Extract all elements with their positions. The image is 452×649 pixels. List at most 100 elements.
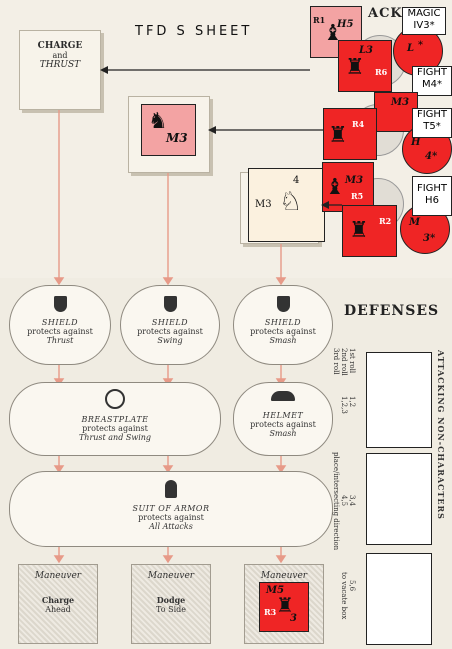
r3-label: M5 bbox=[266, 585, 285, 596]
warrior-figure-icon: ♜ bbox=[349, 218, 369, 243]
fight-note-1-l1: FIGHT bbox=[416, 67, 448, 78]
r5-id: R5 bbox=[351, 191, 364, 201]
roll-3-label: 3rd roll bbox=[332, 348, 340, 375]
shield-icon bbox=[163, 296, 177, 312]
shield-smash-attack: Smash bbox=[269, 336, 297, 345]
fight-note-3-l1: FIGHT bbox=[416, 183, 448, 194]
maneuver-duck-title: Maneuver bbox=[260, 571, 308, 581]
l-disc-label: L bbox=[407, 43, 415, 54]
mage-figure-icon: ♝ bbox=[325, 175, 345, 200]
maneuver-dodge-title: Maneuver bbox=[147, 571, 195, 581]
maneuver-dodge[interactable]: Maneuver Dodge To Side bbox=[131, 564, 211, 644]
shield-smash-title: SHIELD bbox=[264, 318, 302, 327]
attacks-heading: ACKS bbox=[368, 6, 414, 21]
helmet-icon bbox=[271, 391, 295, 401]
fight-note-2-l2: T5* bbox=[423, 121, 441, 132]
maneuver-charge-sub: Ahead bbox=[45, 605, 71, 614]
non-character-box-2[interactable] bbox=[366, 453, 432, 545]
archer-figure-icon: ♜ bbox=[328, 123, 348, 148]
breastplate-oval[interactable]: BREASTPLATE protects against Thrust and … bbox=[9, 382, 221, 456]
fight-note-2-l1: FIGHT bbox=[416, 109, 448, 120]
shield-smash-protects: protects against bbox=[250, 327, 316, 336]
maneuver-dodge-name: Dodge bbox=[156, 595, 186, 605]
maneuver-charge[interactable]: Maneuver Charge Ahead bbox=[18, 564, 98, 644]
l-disc-star: * bbox=[418, 40, 423, 51]
r1-label: H5 bbox=[337, 19, 354, 30]
r1-id: R1 bbox=[313, 15, 326, 25]
fighter-figure-icon: ♜ bbox=[345, 55, 365, 80]
suit-of-armor-oval[interactable]: SUIT OF ARMOR protects against All Attac… bbox=[9, 471, 333, 547]
suit-attack: All Attacks bbox=[149, 522, 193, 531]
attack-arrows bbox=[100, 66, 342, 209]
helmet-oval[interactable]: HELMET protects against Smash bbox=[233, 382, 333, 456]
shield-icon bbox=[53, 296, 67, 312]
roll-values-1: 1,2 bbox=[348, 396, 356, 408]
helmet-protects: protects against bbox=[250, 420, 316, 429]
side-label-e: to vacate box bbox=[340, 572, 348, 620]
r3-counter[interactable]: M5 R3 3 ♜ bbox=[259, 582, 309, 632]
maneuver-charge-name: Charge bbox=[41, 595, 75, 605]
magic-note-l1: MAGIC bbox=[407, 8, 441, 19]
fight-note-1-l2: M4* bbox=[422, 79, 442, 90]
suit-title: SUIT OF ARMOR bbox=[132, 504, 210, 513]
roll-1-label: 1st roll bbox=[348, 348, 356, 374]
breastplate-title: BREASTPLATE bbox=[81, 415, 149, 424]
helmet-title: HELMET bbox=[262, 411, 304, 420]
knight-figure-icon: ♞ bbox=[148, 109, 168, 134]
shield-icon bbox=[276, 296, 290, 312]
r2-id: R2 bbox=[379, 216, 392, 226]
r3-number: 3 bbox=[290, 613, 297, 624]
shield-thrust-oval[interactable]: SHIELD protects against Thrust bbox=[9, 285, 111, 365]
shield-swing-protects: protects against bbox=[137, 327, 203, 336]
fight-note-3: FIGHT H6 bbox=[412, 176, 452, 216]
r6-id: R6 bbox=[375, 67, 388, 77]
m3-red-label: M3 bbox=[391, 97, 410, 108]
maneuver-dodge-sub: To Side bbox=[156, 605, 186, 614]
shield-swing-oval[interactable]: SHIELD protects against Swing bbox=[120, 285, 220, 365]
r5-counter[interactable]: M3 R5 ♝ bbox=[322, 162, 374, 212]
non-character-box-3[interactable] bbox=[366, 553, 432, 645]
r6-counter[interactable]: L3 R6 ♜ bbox=[338, 40, 392, 92]
m3-cream-label: M3 bbox=[255, 199, 272, 210]
m-disc-value: 3* bbox=[423, 233, 436, 244]
magic-note: MAGIC IV3* bbox=[402, 7, 446, 35]
m3-counter[interactable]: M3 ♞ bbox=[141, 104, 196, 156]
swordsman-figure-icon: ♜ bbox=[276, 593, 294, 617]
r5-label: M3 bbox=[345, 175, 364, 186]
fight-note-3-l2: H6 bbox=[425, 195, 439, 206]
fight-note-2: FIGHT T5* bbox=[412, 108, 452, 138]
magic-note-l2: IV3* bbox=[413, 20, 435, 31]
r6-label: L3 bbox=[359, 45, 373, 56]
beast-figure-icon: ♘ bbox=[279, 187, 303, 217]
m3-cream-number: 4 bbox=[293, 175, 300, 186]
sheet-title: TFD S SHEET bbox=[135, 24, 253, 39]
shield-thrust-attack: Thrust bbox=[46, 336, 74, 345]
breastplate-protects: protects against bbox=[82, 424, 148, 433]
non-character-box-1[interactable] bbox=[366, 352, 432, 448]
maneuver-charge-title: Maneuver bbox=[34, 571, 82, 581]
shield-swing-title: SHIELD bbox=[151, 318, 189, 327]
side-label-b: 4,5 bbox=[340, 495, 348, 507]
helmet-attack: Smash bbox=[269, 429, 297, 438]
side-label-c: place/intersecting direction bbox=[332, 452, 340, 551]
m3-red-counter[interactable]: M3 bbox=[374, 92, 418, 132]
charge-label: CHARGE bbox=[37, 41, 83, 51]
defenses-heading: DEFENSES bbox=[344, 303, 440, 319]
and-label: and bbox=[52, 51, 68, 60]
r4-id: R4 bbox=[352, 119, 365, 129]
breastplate-attack: Thrust and Swing bbox=[78, 433, 152, 442]
shield-swing-attack: Swing bbox=[157, 336, 183, 345]
r2-counter[interactable]: R2 ♜ bbox=[342, 205, 397, 257]
suit-protects: protects against bbox=[138, 513, 204, 522]
h-disc-value: 4* bbox=[425, 151, 438, 162]
m3-counter-label: M3 bbox=[166, 131, 188, 145]
side-label-a: 3,4 bbox=[348, 495, 356, 507]
m3-cream-counter[interactable]: M3 4 ♘ bbox=[248, 168, 325, 242]
shield-thrust-protects: protects against bbox=[27, 327, 93, 336]
m-disc-label: M bbox=[409, 217, 421, 228]
armor-icon bbox=[165, 480, 177, 498]
h-disc-label: H bbox=[411, 137, 421, 148]
r4-counter[interactable]: R4 ♜ bbox=[323, 108, 377, 160]
shield-smash-oval[interactable]: SHIELD protects against Smash bbox=[233, 285, 333, 365]
breastplate-icon bbox=[105, 389, 125, 409]
